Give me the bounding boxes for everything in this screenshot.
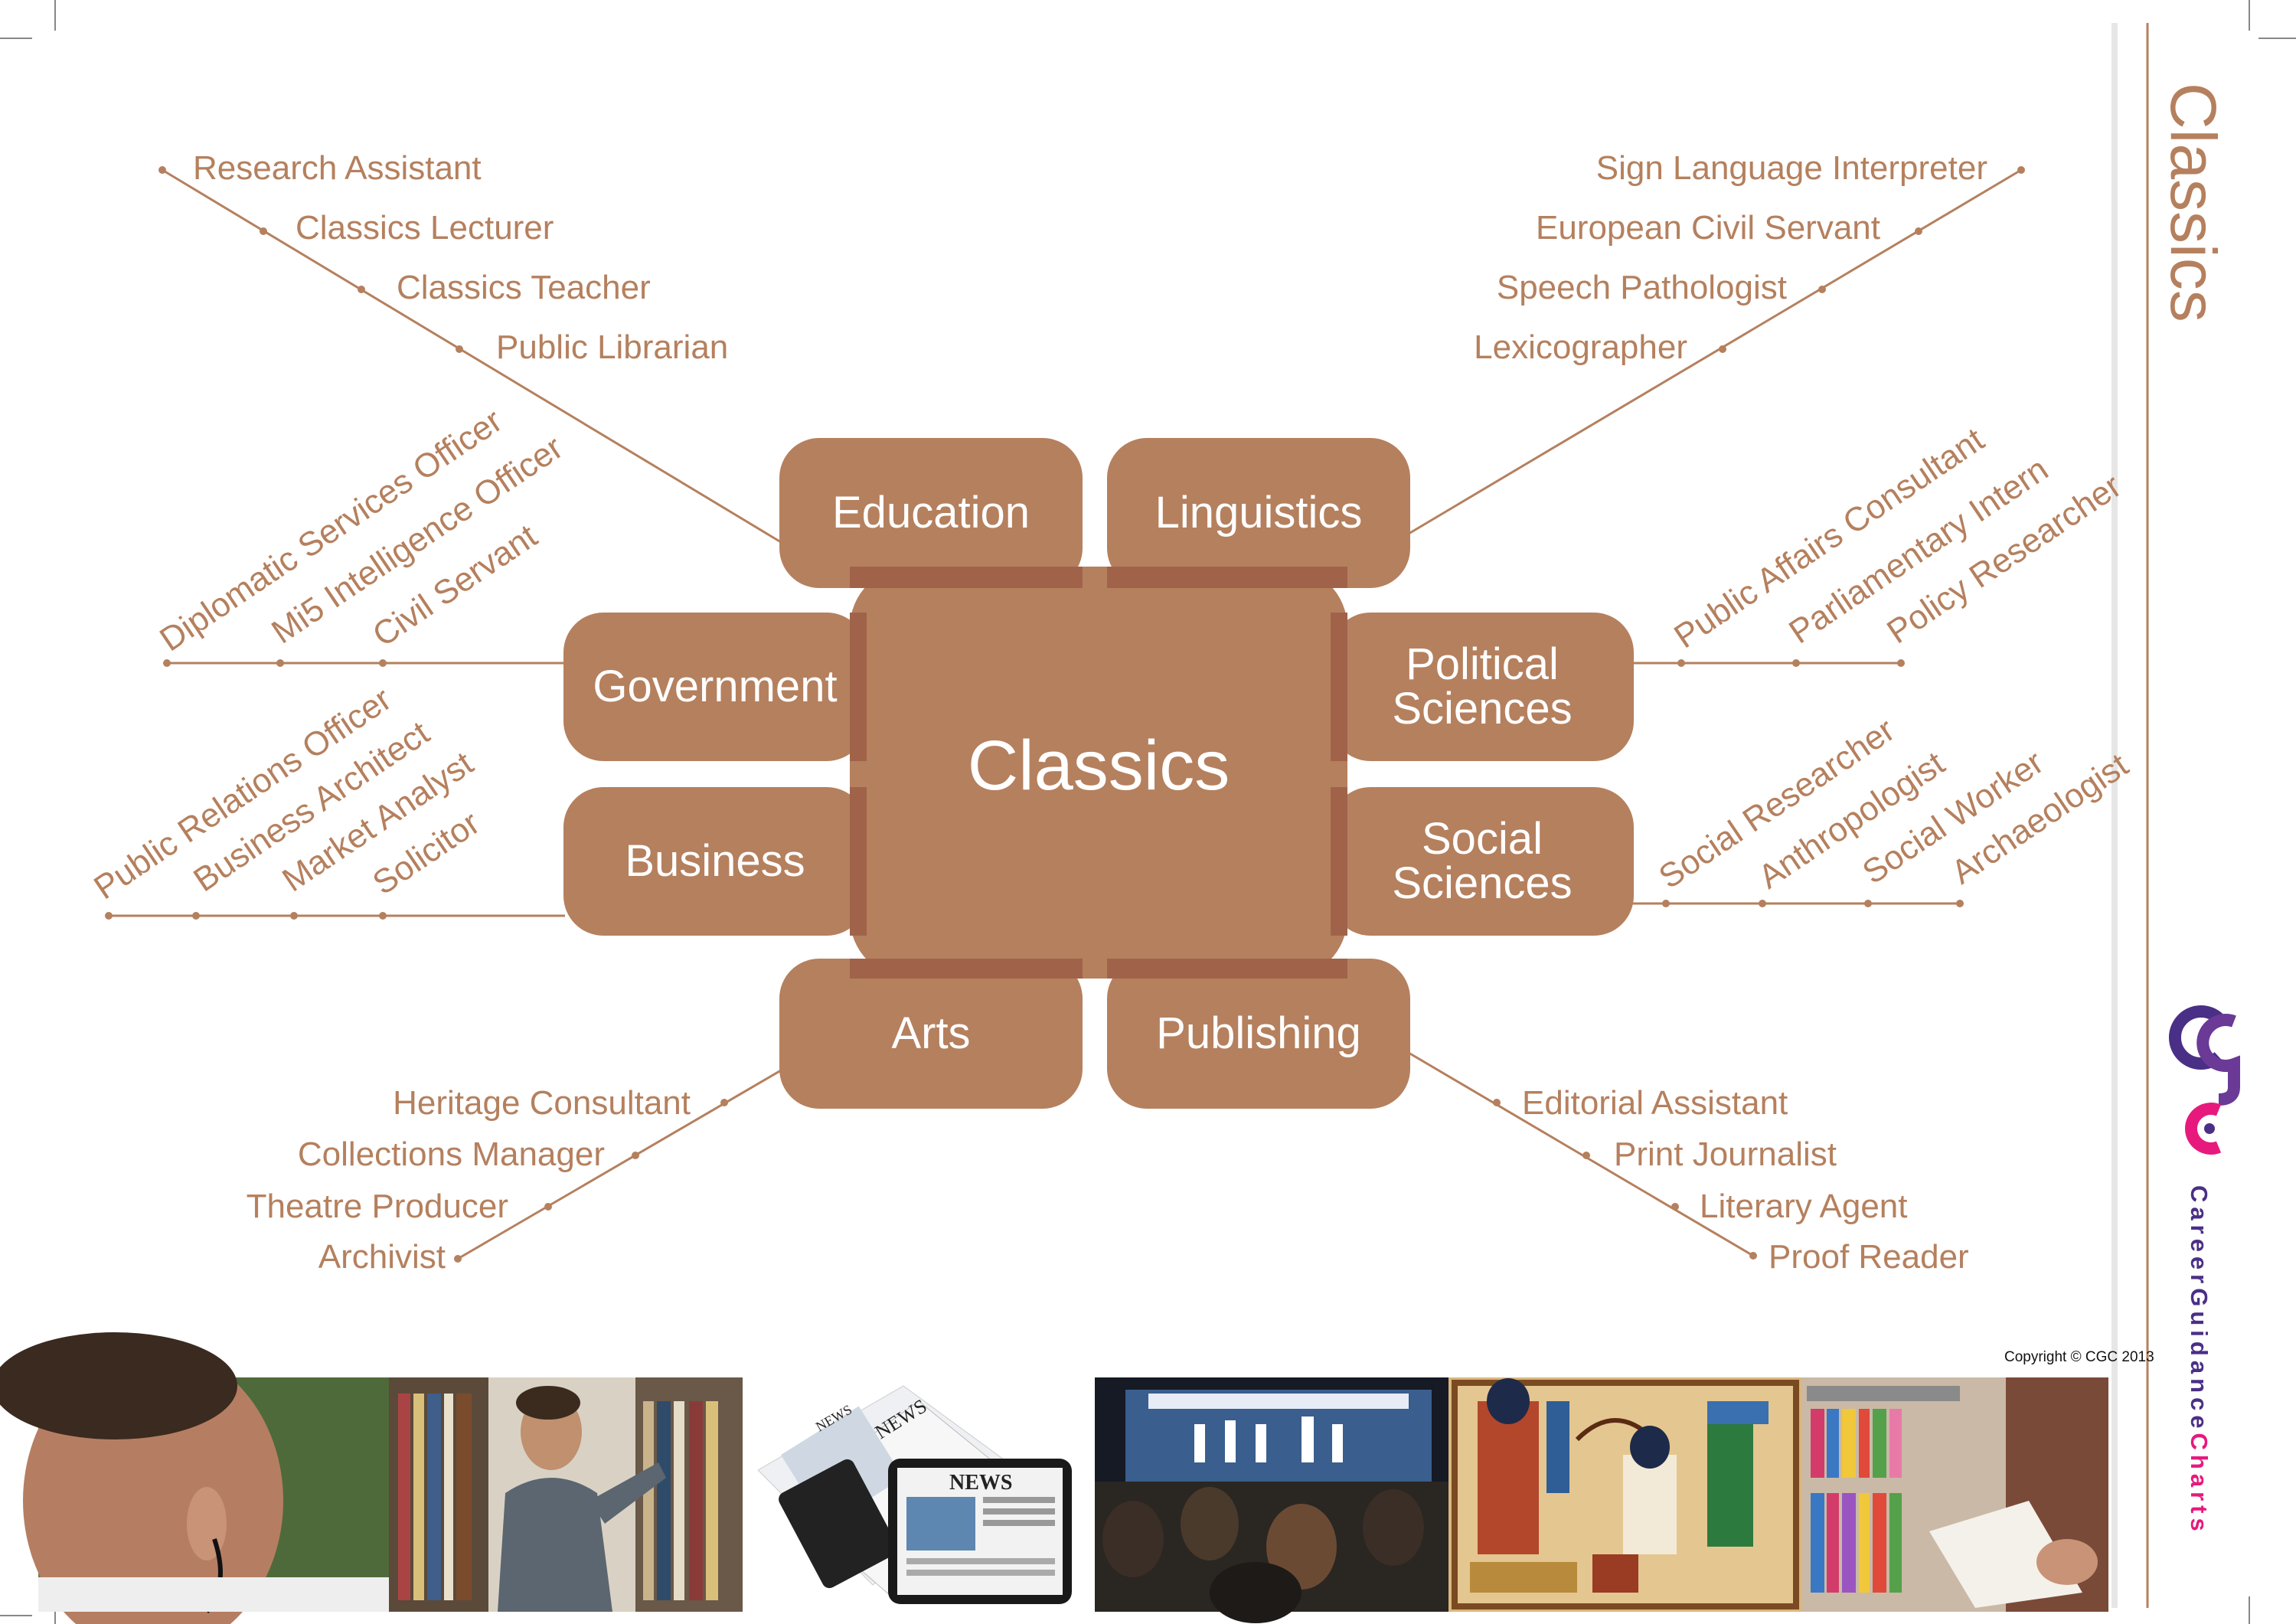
brand-charts: Charts <box>2186 1433 2213 1536</box>
node-government <box>563 613 867 761</box>
node-business <box>563 787 867 936</box>
sidebar-title-text: Classics <box>2160 83 2229 322</box>
brand-career: Career <box>2186 1185 2213 1288</box>
copyright-text: Copyright © CGC 2013 <box>2004 1349 2154 1365</box>
node-publishing-label: Publishing <box>1107 959 1410 1109</box>
sidebar-title: Classics <box>2160 83 2229 322</box>
hub-box <box>850 567 1347 979</box>
svg-text:CareerGuidanceCharts: CareerGuidanceCharts <box>2186 1185 2213 1536</box>
career-label: Literary Agent <box>1700 1188 1908 1225</box>
career-label: Print Journalist <box>1614 1135 1837 1173</box>
social-sciences-label: Social Sciences <box>1392 814 1573 908</box>
career-label: Editorial Assistant <box>1522 1084 1788 1122</box>
government-label: Government <box>593 662 838 711</box>
node-social-sciences-label: Social Sciences <box>1331 787 1634 936</box>
political-sciences-label: Political Sciences <box>1392 639 1573 734</box>
connector-dots <box>105 166 2025 1263</box>
photo-theatre <box>1095 1377 1448 1623</box>
photo-bookshop <box>1802 1377 2108 1612</box>
hub-label: Classics <box>850 720 1347 812</box>
node-arts-label: Arts <box>779 959 1083 1109</box>
career-label: Proof Reader <box>1769 1238 1969 1276</box>
photo-newspapers: NEWS NEWS NEWS <box>743 1377 1095 1612</box>
node-linguistics <box>1107 438 1410 588</box>
career-label: Archivist <box>318 1238 446 1276</box>
career-label: Speech Pathologist <box>1497 269 1787 306</box>
node-education-label: Education <box>779 438 1083 588</box>
career-label: European Civil Servant <box>1536 209 1880 247</box>
overlap-shading <box>850 567 1347 979</box>
brand-text: CareerGuidanceCharts <box>2186 1185 2213 1536</box>
linguistics-label: Linguistics <box>1155 488 1363 538</box>
node-arts <box>779 959 1083 1109</box>
sidebar-rule <box>2111 23 2149 1608</box>
node-political-sciences <box>1331 613 1634 761</box>
tablet-headline: NEWS <box>949 1471 1012 1495</box>
career-label: Heritage Consultant <box>393 1084 691 1122</box>
career-label: Classics Lecturer <box>296 209 554 247</box>
career-label: Classics Teacher <box>397 269 651 306</box>
arts-label: Arts <box>891 1008 971 1058</box>
cgc-logo <box>2169 1005 2240 1155</box>
photo-strip: NEWS NEWS NEWS <box>0 1332 2108 1624</box>
photo-security <box>0 1332 389 1624</box>
career-label: Theatre Producer <box>247 1188 508 1225</box>
brand-guidance: Guidance <box>2186 1288 2213 1433</box>
node-government-label: Government <box>563 613 867 761</box>
node-publishing <box>1107 959 1410 1109</box>
publishing-label: Publishing <box>1156 1008 1361 1058</box>
hub-title: Classics <box>967 727 1230 805</box>
connector-publishing <box>1408 1051 1754 1257</box>
career-label: Research Assistant <box>193 149 482 187</box>
diagram-boxes <box>563 438 1634 1109</box>
career-label: Collections Manager <box>298 1135 605 1173</box>
career-label: Lexicographer <box>1474 328 1687 366</box>
career-label: Public Librarian <box>496 328 728 366</box>
education-label: Education <box>832 488 1030 538</box>
business-label: Business <box>625 836 805 886</box>
photo-library <box>389 1377 743 1612</box>
node-business-label: Business <box>563 787 867 936</box>
photo-papyrus <box>1448 1377 1802 1612</box>
node-linguistics-label: Linguistics <box>1107 438 1410 588</box>
career-label: Sign Language Interpreter <box>1596 149 1987 187</box>
node-education <box>779 438 1083 588</box>
node-social-sciences <box>1331 787 1634 936</box>
node-political-sciences-label: Political Sciences <box>1331 613 1634 761</box>
